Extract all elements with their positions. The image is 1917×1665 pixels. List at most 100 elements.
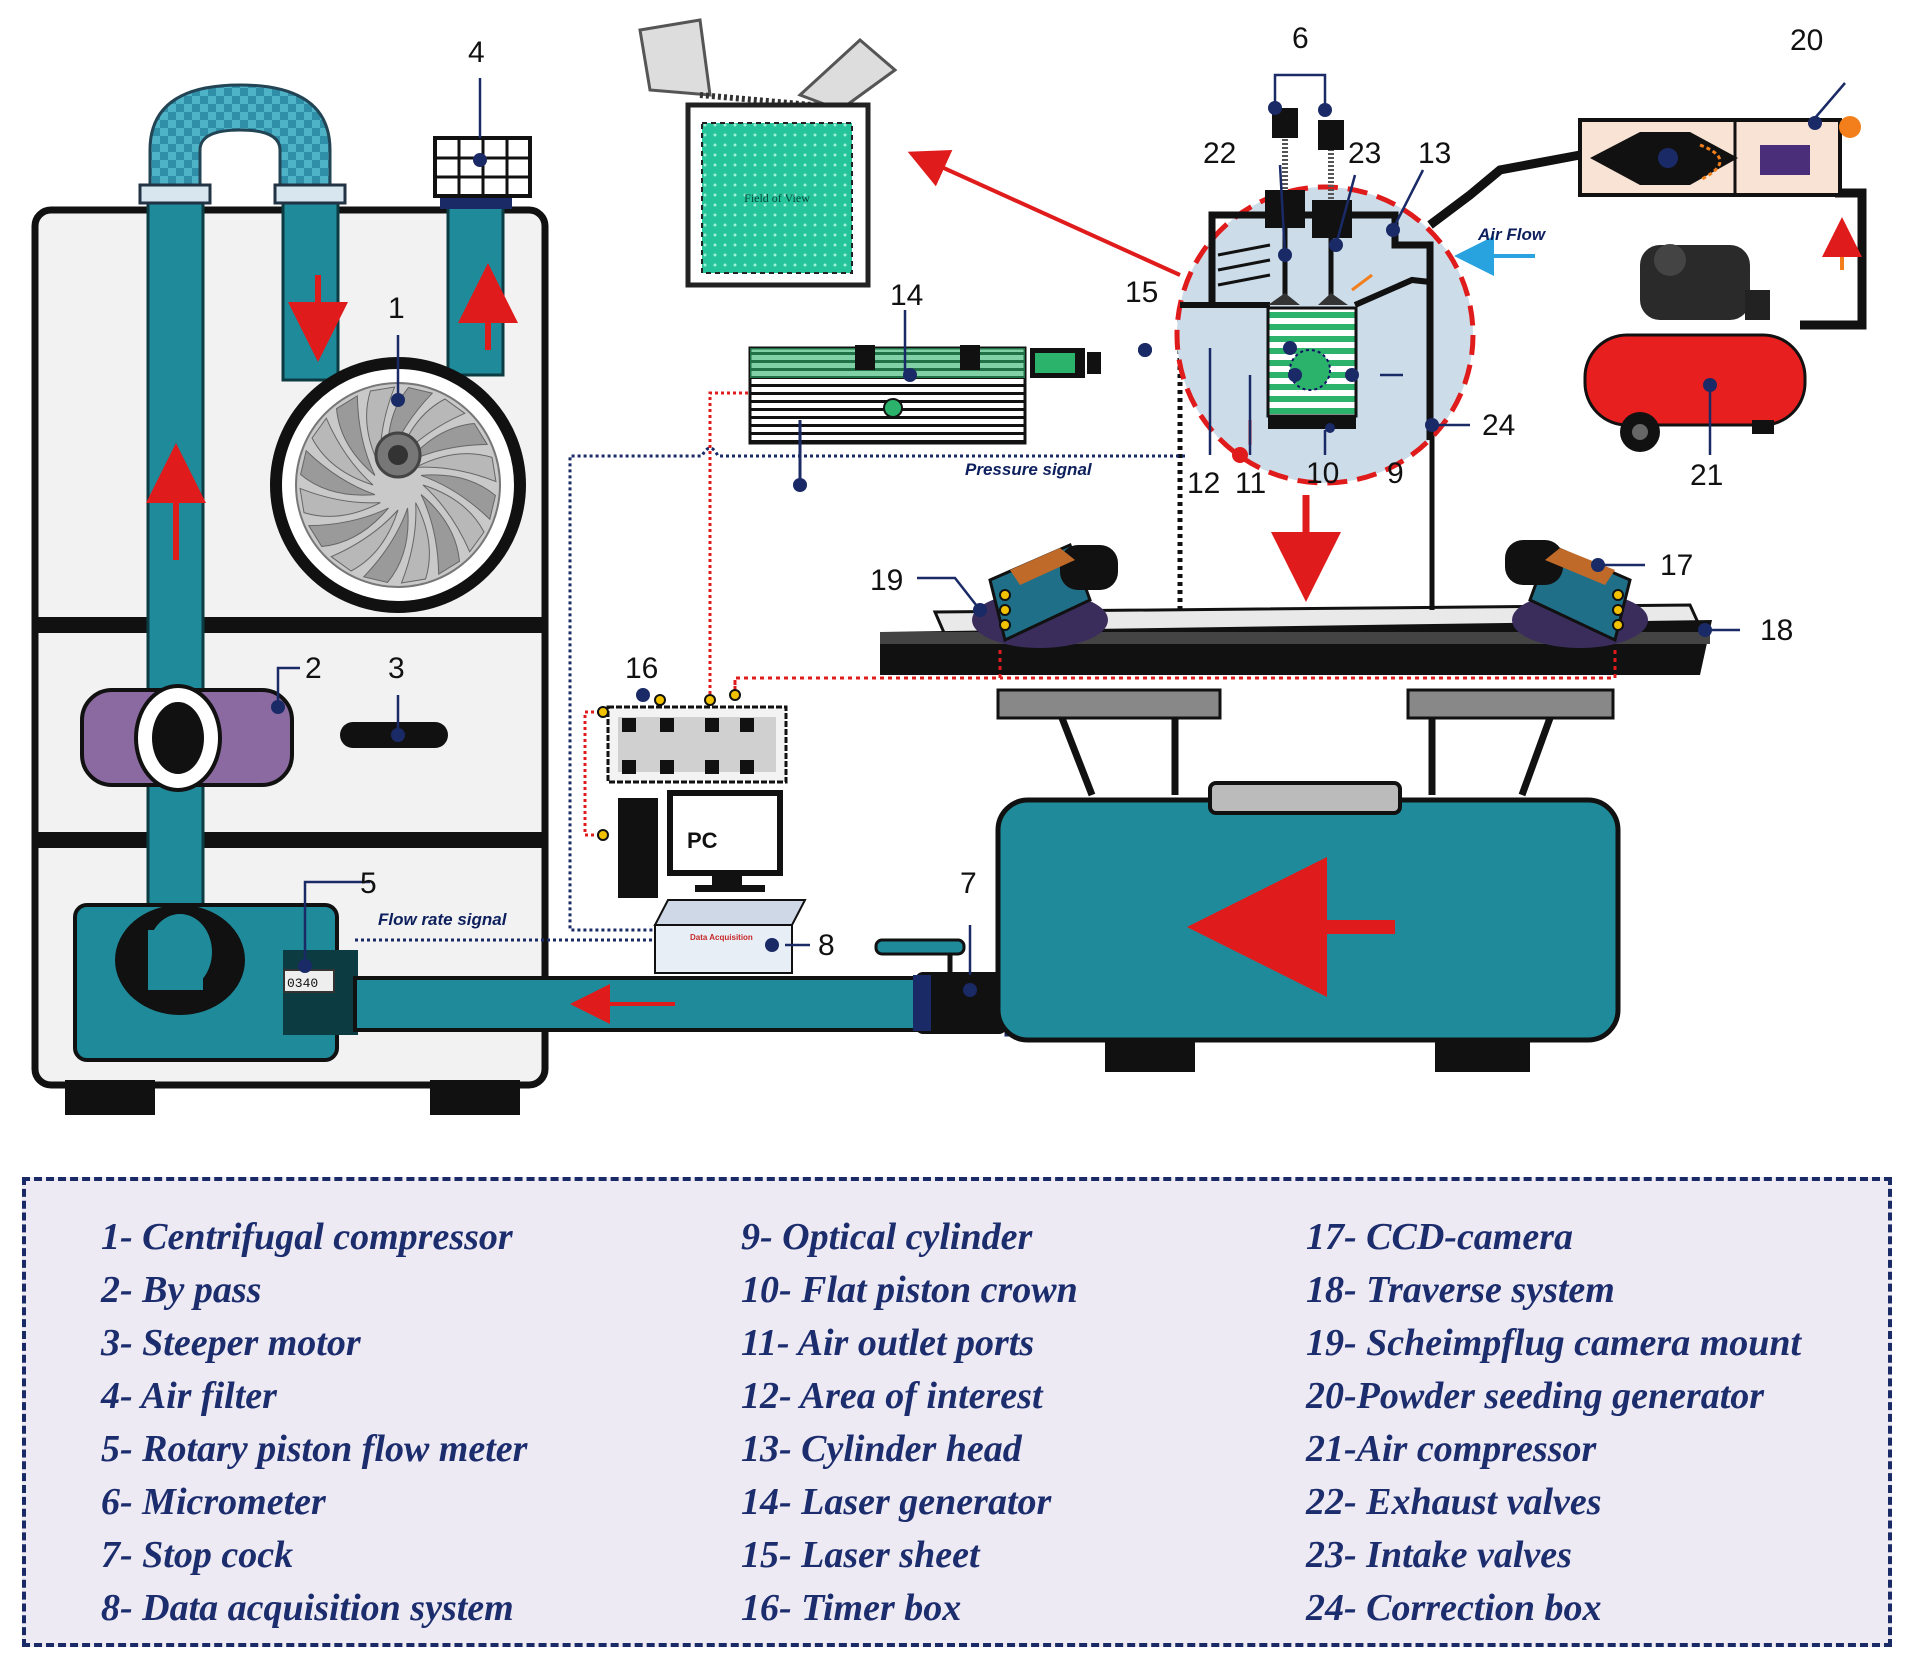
leader-lines	[276, 73, 1846, 975]
timer-trigger-line	[583, 710, 600, 837]
pc-label: PC	[687, 828, 718, 853]
legend-item: 16- Timer box	[741, 1587, 962, 1629]
impeller-blade	[400, 502, 430, 584]
ccd-camera-right	[1505, 540, 1648, 648]
compressor-hose	[1800, 188, 1867, 330]
legend-item: 10- Flat piston crown	[741, 1269, 1078, 1311]
legend-item: 22- Exhaust valves	[1306, 1481, 1602, 1523]
label-4: 4	[468, 36, 485, 69]
timer-box	[597, 689, 788, 841]
label-5: 5	[360, 867, 377, 900]
impeller-blade	[335, 394, 376, 476]
impeller-blade	[330, 509, 399, 572]
label-10: 10	[1306, 457, 1339, 490]
legend-item: 20-Powder seeding generator	[1306, 1375, 1765, 1417]
impeller-blade	[362, 507, 409, 583]
label-7: 7	[960, 867, 977, 900]
label-19: 19	[870, 564, 903, 597]
label-6: 6	[1292, 22, 1309, 55]
impeller-blade	[415, 453, 497, 483]
label-15: 15	[1125, 276, 1158, 309]
legend-item: 12- Area of interest	[741, 1375, 1043, 1417]
laser-generator	[748, 345, 1101, 445]
air-flow-label: Air Flow	[1477, 225, 1547, 244]
legend-item: 14- Laser generator	[741, 1481, 1052, 1523]
label-8: 8	[818, 929, 835, 962]
seeding-hose	[1427, 150, 1581, 229]
pipes-vertical	[138, 183, 512, 1007]
legend-item: 3- Steeper motor	[101, 1322, 361, 1364]
impeller-blade	[420, 474, 496, 521]
label-1: 1	[388, 292, 405, 325]
rotary-flow-meter: 0340	[73, 903, 358, 1062]
pressure-signal-line	[568, 446, 1185, 932]
zoom-pointer-arrow	[907, 149, 1181, 277]
impeller-blade	[422, 484, 485, 553]
legend-item: 17- CCD-camera	[1306, 1216, 1574, 1258]
label-22: 22	[1203, 137, 1236, 170]
legend-box: 1- Centrifugal compressor 2- By pass 3- …	[22, 1177, 1892, 1647]
label-18: 18	[1760, 614, 1793, 647]
label-13: 13	[1418, 137, 1451, 170]
legend-item: 1- Centrifugal compressor	[101, 1216, 513, 1258]
settling-tank	[995, 781, 1621, 1072]
camera-trigger-line	[733, 650, 1002, 695]
label-20: 20	[1790, 24, 1823, 57]
legend-column-2: 9- Optical cylinder 10- Flat piston crow…	[741, 1211, 1078, 1635]
label-24: 24	[1482, 409, 1515, 442]
legend-item: 18- Traverse system	[1306, 1269, 1615, 1311]
daq-label: Data Acquisition	[690, 933, 753, 942]
pressure-signal-label: Pressure signal	[965, 460, 1093, 479]
legend-item: 7- Stop cock	[101, 1534, 294, 1576]
data-acquisition-box: Data Acquisition	[653, 899, 807, 974]
legend-item: 5- Rotary piston flow meter	[101, 1428, 528, 1470]
label-12: 12	[1187, 467, 1220, 500]
label-3: 3	[388, 652, 405, 685]
impeller-blade	[307, 507, 389, 548]
experimental-setup-diagram: 0340	[31, 18, 1867, 1115]
camera-trigger-line-2	[1000, 650, 1617, 680]
legend-item: 23- Intake valves	[1306, 1534, 1572, 1576]
legend-item: 4- Air filter	[101, 1375, 277, 1417]
label-9: 9	[1387, 457, 1404, 490]
legend-item: 13- Cylinder head	[741, 1428, 1022, 1470]
laser-trigger-line	[708, 391, 748, 700]
main-pipe	[353, 976, 922, 1032]
impeller-blades	[299, 386, 497, 584]
legend-item: 15- Laser sheet	[741, 1534, 980, 1576]
legend-item: 11- Air outlet ports	[741, 1322, 1035, 1364]
label-11: 11	[1235, 467, 1266, 500]
impeller-blade	[300, 449, 376, 496]
legend-item: 9- Optical cylinder	[741, 1216, 1033, 1258]
impeller-blade	[311, 417, 374, 486]
legend-item: 6- Micrometer	[101, 1481, 326, 1523]
label-16: 16	[625, 652, 658, 685]
legend-item: 8- Data acquisition system	[101, 1587, 514, 1629]
legend-column-1: 1- Centrifugal compressor 2- By pass 3- …	[101, 1211, 527, 1635]
impeller-blade	[299, 487, 381, 517]
field-of-view-inset: Field of View	[638, 18, 898, 288]
powder-seeding-generator	[1578, 116, 1861, 197]
traverse-supports	[996, 688, 1615, 797]
pc-workstation: PC	[618, 790, 783, 898]
air-compressor	[1583, 244, 1807, 452]
ccd-camera-left	[972, 542, 1118, 648]
bypass-u-bend	[148, 83, 332, 197]
impeller-blade	[407, 422, 489, 463]
field-of-view-label: Field of View	[744, 191, 810, 205]
legend-item: 2- By pass	[101, 1269, 262, 1311]
legend-item: 24- Correction box	[1306, 1587, 1602, 1629]
label-21: 21	[1690, 459, 1723, 492]
leader-dots	[271, 101, 1822, 997]
air-filter	[433, 136, 532, 198]
label-2: 2	[305, 652, 322, 685]
meter-reading: 0340	[287, 976, 318, 991]
legend-item: 21-Air compressor	[1306, 1428, 1597, 1470]
impeller-blade	[420, 494, 461, 576]
centrifugal-compressor	[270, 357, 526, 613]
label-14: 14	[890, 279, 923, 312]
label-17: 17	[1660, 549, 1693, 582]
legend-column-3: 17- CCD-camera 18- Traverse system 19- S…	[1306, 1211, 1801, 1635]
flow-rate-signal-label: Flow rate signal	[378, 910, 508, 929]
legend-item: 19- Scheimpflug camera mount	[1306, 1322, 1802, 1364]
